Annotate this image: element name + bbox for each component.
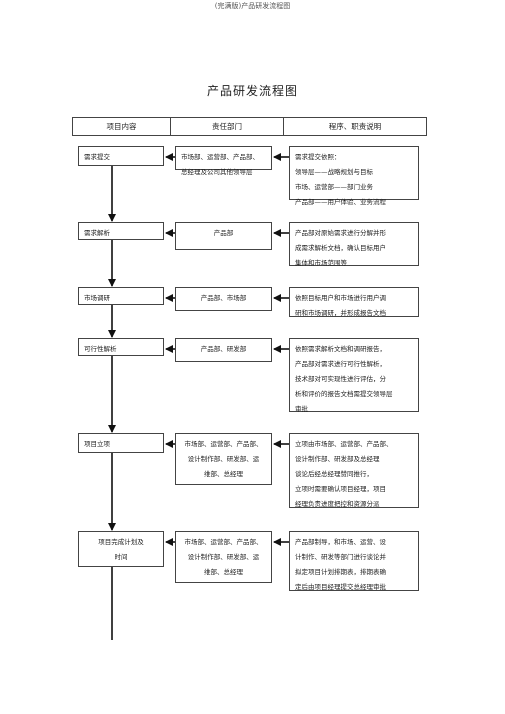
procedure-desc-line: 谈论后经总经理赞同推行， — [295, 470, 373, 478]
responsible-dept-line: 市场部、运营部、产品部、 — [184, 440, 263, 448]
procedure-desc-line: 经理负责进度把控和资源分派 — [295, 500, 380, 508]
responsible-dept-line: 产品部、研发部 — [200, 345, 247, 353]
procedure-desc-line: 立项由市场部、运营部、产品部、 — [295, 440, 393, 448]
process-step-line: 需求提交 — [84, 153, 110, 161]
process-step: 需求提交 — [78, 146, 164, 166]
process-step: 可行性解析 — [78, 338, 164, 356]
process-step: 市场调研 — [78, 287, 164, 305]
responsible-dept-line: 市场部、运营部、产品部、 — [184, 538, 263, 546]
procedure-desc-line: 领导层——战略规划与目标 — [295, 168, 373, 176]
procedure-desc: 产品部对原始需求进行分解并形成需求解析文档，确认目标用户集体和市场范围等 — [289, 222, 419, 267]
procedure-desc-line: 依照目标用户和市场进行用户调 — [295, 294, 386, 302]
procedure-desc-line: 产品部——用户体验、业务流程 — [295, 198, 386, 206]
page-header: (完满版)产品研发流程图 — [214, 2, 291, 10]
responsible-dept-line: 维部、总经理 — [204, 568, 243, 576]
procedure-desc-line: 立项时需要确认项目经理，项目 — [295, 485, 386, 493]
procedure-desc-line: 成需求解析文档，确认目标用户 — [295, 244, 386, 252]
responsible-dept-line: 总经理及公司其他领导层 — [181, 168, 253, 176]
procedure-desc-line: 技术部对可实现性进行评估，分 — [295, 375, 386, 383]
procedure-desc-line: 市场、运营部——部门业务 — [295, 183, 373, 191]
responsible-dept: 产品部、研发部 — [175, 338, 272, 362]
responsible-dept-line: 产品部 — [213, 229, 234, 237]
procedure-desc-line: 设计制作部、研发部及总经理 — [295, 455, 380, 463]
responsible-dept-line: 产品部、市场部 — [200, 294, 247, 302]
process-step-line: 项目完成计划及 — [98, 538, 144, 546]
header-procedure-desc: 程序、职责说明 — [283, 117, 427, 136]
procedure-desc-line: 需求提交依照： — [295, 153, 341, 161]
procedure-desc-line: 产品部对原始需求进行分解并形 — [295, 229, 386, 237]
responsible-dept-line: 维部、总经理 — [204, 470, 243, 478]
process-step-line: 时间 — [114, 553, 128, 561]
responsible-dept-line: 设计制作部、研发部、运 — [187, 553, 260, 561]
responsible-dept-line: 市场部、运营部、产品部、 — [181, 153, 259, 161]
procedure-desc: 立项由市场部、运营部、产品部、设计制作部、研发部及总经理谈论后经总经理赞同推行，… — [289, 433, 419, 508]
procedure-desc: 依照需求解析文档和调研报告， 产品部对需求进行可行性解析， 技术部对可实现性进行评估… — [289, 338, 419, 413]
procedure-desc-line: 析和评价的报告文档需提交领导层 — [295, 390, 393, 398]
procedure-desc: 产品部制导，和市场、运营、设计制作、研发等部门进行谈论并拟定项目计划排期表，排期… — [289, 531, 419, 591]
procedure-desc-line: 产品部制导，和市场、运营、设 — [295, 538, 386, 546]
procedure-desc-line: 定后由项目经理提交总经理审批 — [295, 583, 386, 591]
responsible-dept: 产品部 — [175, 222, 272, 250]
responsible-dept: 市场部、运营部、产品部、设计制作部、研发部、运维部、总经理 — [175, 531, 272, 583]
process-step-line: 可行性解析 — [84, 345, 117, 353]
process-step: 项目立项 — [78, 433, 164, 453]
page-title: 产品研发流程图 — [206, 84, 298, 98]
process-step-line: 项目立项 — [84, 440, 110, 448]
process-step-line: 市场调研 — [84, 294, 110, 302]
procedure-desc-line: 依照需求解析文档和调研报告， — [295, 345, 386, 353]
procedure-desc-line: 产品部对需求进行可行性解析， — [295, 360, 386, 368]
procedure-desc-line: 研和市场调研，并形成报告文档 — [295, 309, 386, 317]
procedure-desc-line: 计制作、研发等部门进行谈论并 — [295, 553, 386, 561]
responsible-dept-line: 设计制作部、研发部、运 — [187, 455, 260, 463]
procedure-desc-line: 审批 — [295, 405, 308, 413]
responsible-dept: 产品部、市场部 — [175, 287, 272, 311]
procedure-desc-line: 集体和市场范围等 — [295, 259, 347, 267]
procedure-desc: 依照目标用户和市场进行用户调研和市场调研，并形成报告文档 — [289, 287, 419, 317]
procedure-desc: 需求提交依照： 领导层——战略规划与目标市场、运营部——部门业务产品部——用户体验… — [289, 146, 419, 206]
responsible-dept: 市场部、运营部、产品部、总经理及公司其他领导层 — [175, 146, 272, 176]
process-step: 项目完成计划及时间 — [78, 531, 164, 567]
responsible-dept: 市场部、运营部、产品部、设计制作部、研发部、运维部、总经理 — [175, 433, 272, 485]
process-step: 需求解析 — [78, 222, 164, 240]
procedure-desc-line: 拟定项目计划排期表，排期表确 — [295, 568, 386, 576]
process-step-line: 需求解析 — [84, 229, 110, 237]
